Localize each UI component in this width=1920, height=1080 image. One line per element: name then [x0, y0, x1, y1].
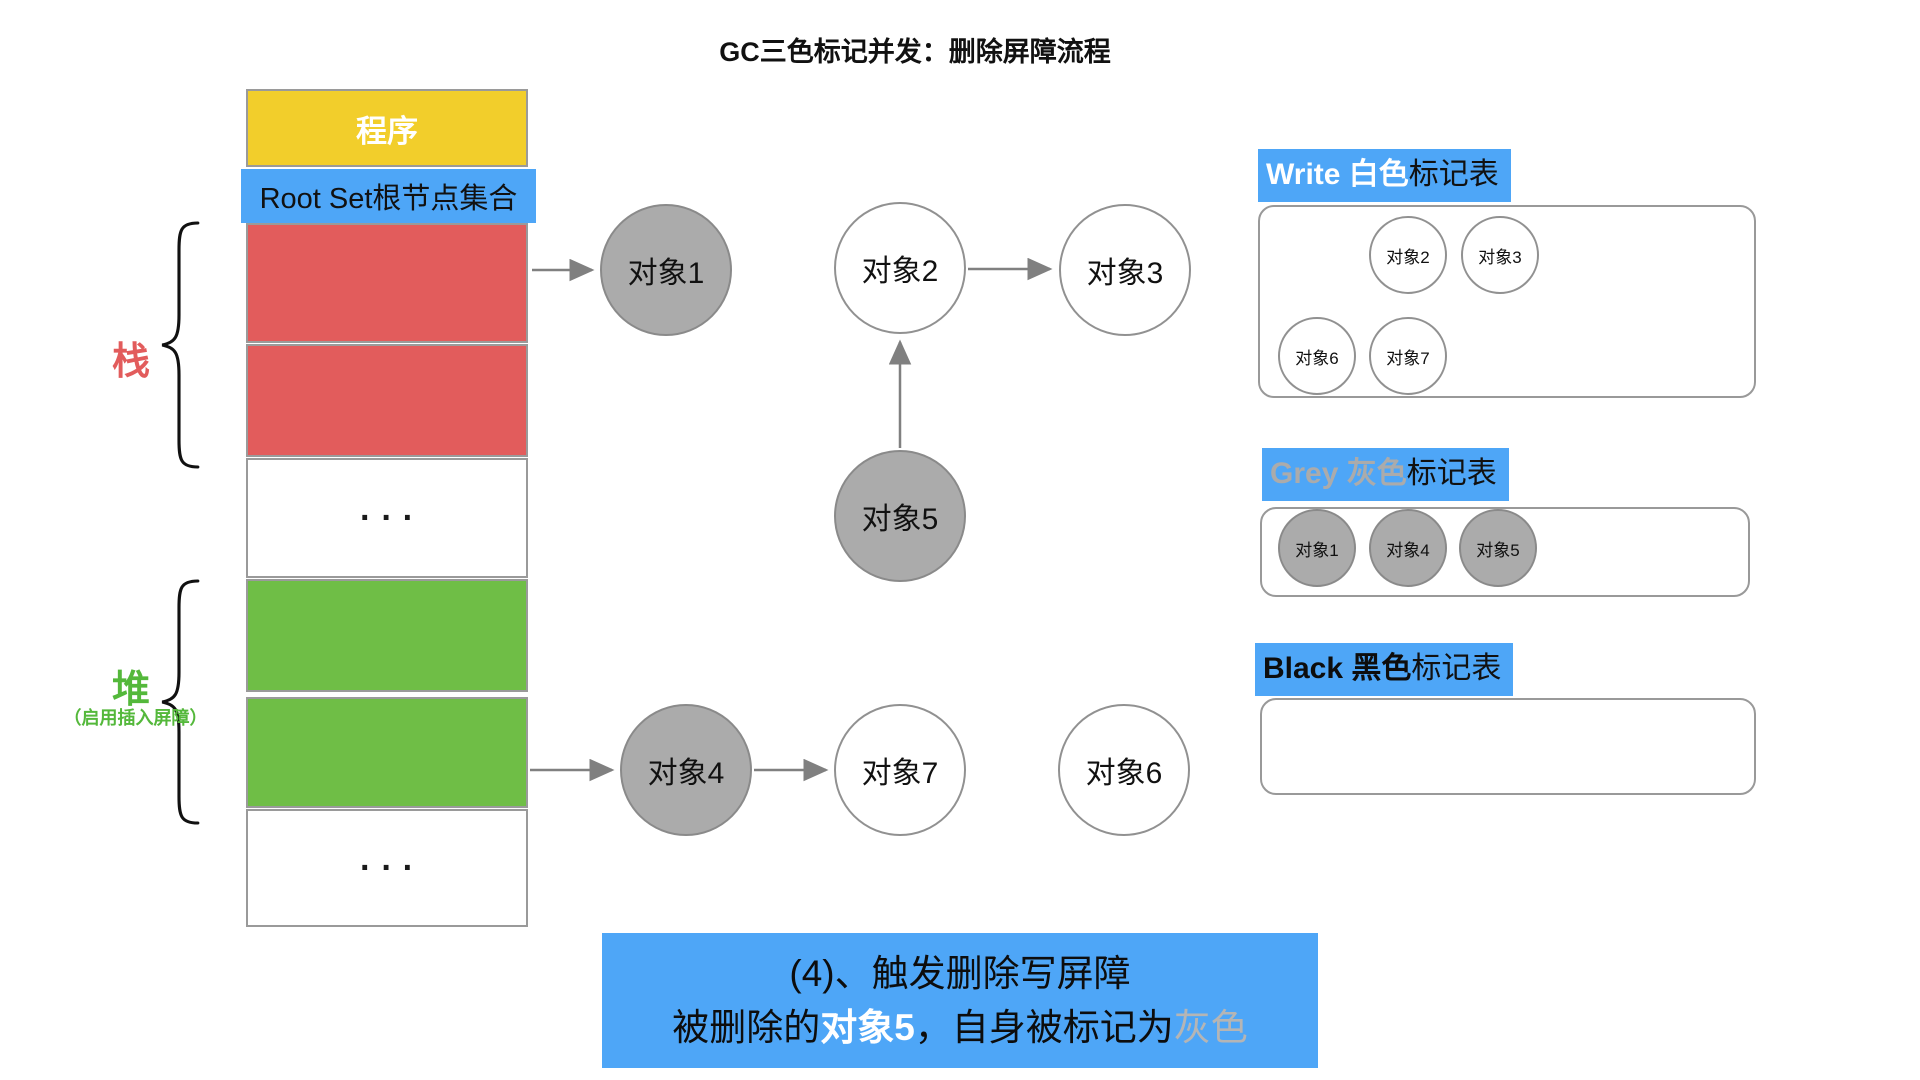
grey-table-header: Grey 灰色标记表: [1262, 448, 1509, 501]
memory-gap-bottom: ···: [246, 809, 528, 927]
root-set-bar: Root Set根节点集合: [241, 169, 536, 223]
heap-cell-1: [246, 579, 528, 692]
graph-node-obj6: 对象6: [1058, 704, 1190, 836]
white-table-node-obj7-label: 对象7: [1386, 348, 1430, 368]
caption-line2-middle: ，自身被标记为: [914, 1006, 1174, 1048]
grey-table-node-obj4-label: 对象4: [1386, 540, 1430, 560]
heap-sublabel: （启用插入屏障）: [63, 708, 208, 728]
white-table-title-rest: 标记表: [1408, 158, 1499, 191]
caption-line1: (4)、触发删除写屏障: [789, 952, 1131, 994]
white-table-node-obj3-label: 对象3: [1478, 247, 1522, 267]
caption-line2: 被删除的对象5，自身被标记为灰色: [672, 1001, 1248, 1055]
white-table-header: Write 白色标记表: [1258, 149, 1511, 202]
stack-cell-1: [246, 223, 528, 343]
graph-node-obj5-label: 对象5: [861, 503, 939, 536]
caption-line2-highlight: 对象5: [820, 1006, 915, 1048]
graph-node-obj3-label: 对象3: [1086, 257, 1164, 290]
heap-label: 堆: [111, 669, 150, 711]
white-table-node-obj7: 对象7: [1369, 317, 1447, 395]
white-table-node-obj6-label: 对象6: [1295, 348, 1339, 368]
graph-node-obj7: 对象7: [834, 704, 966, 836]
page-title: GC三色标记并发：删除屏障流程: [719, 37, 1111, 67]
graph-node-obj2: 对象2: [834, 202, 966, 334]
grey-table-node-obj4: 对象4: [1369, 509, 1447, 587]
graph-node-obj5: 对象5: [834, 450, 966, 582]
graph-node-obj4-label: 对象4: [647, 757, 725, 790]
white-table-node-obj2: 对象2: [1369, 216, 1447, 294]
stack-brace: [161, 221, 200, 469]
graph-node-obj1-label: 对象1: [627, 257, 705, 290]
black-table-title-accent: Black 黑色: [1263, 652, 1412, 685]
black-table-header: Black 黑色标记表: [1255, 643, 1514, 696]
stack-cell-2: [246, 344, 528, 457]
black-table-body: [1260, 698, 1756, 795]
graph-node-obj3: 对象3: [1059, 204, 1191, 336]
heap-cell-2: [246, 697, 528, 808]
grey-table-title-rest: 标记表: [1406, 457, 1497, 490]
graph-node-obj2-label: 对象2: [861, 255, 939, 288]
program-label: 程序: [356, 113, 418, 149]
caption-line2-suffix: 灰色: [1173, 1006, 1248, 1048]
black-table-title-rest: 标记表: [1411, 652, 1502, 685]
white-table-node-obj6: 对象6: [1278, 317, 1356, 395]
program-box: 程序: [246, 89, 528, 167]
white-table-node-obj2-label: 对象2: [1386, 247, 1430, 267]
white-table-node-obj3: 对象3: [1461, 216, 1539, 294]
memory-gap-top: ···: [246, 458, 528, 578]
caption-box: (4)、触发删除写屏障 被删除的对象5，自身被标记为灰色: [602, 933, 1318, 1068]
grey-table-node-obj1-label: 对象1: [1295, 540, 1339, 560]
white-table-title-accent: Write 白色: [1266, 158, 1409, 191]
ellipsis-top: ···: [360, 498, 424, 537]
caption-line2-prefix: 被删除的: [672, 1006, 821, 1048]
graph-node-obj6-label: 对象6: [1085, 757, 1163, 790]
grey-table-node-obj5-label: 对象5: [1476, 540, 1520, 560]
stack-label: 栈: [111, 341, 150, 383]
grey-table-title-accent: Grey 灰色: [1270, 457, 1407, 490]
grey-table-node-obj1: 对象1: [1278, 509, 1356, 587]
graph-node-obj1: 对象1: [600, 204, 732, 336]
grey-table-node-obj5: 对象5: [1459, 509, 1537, 587]
graph-node-obj7-label: 对象7: [861, 757, 939, 790]
ellipsis-bottom: ···: [360, 848, 424, 887]
heap-brace: [161, 579, 200, 825]
graph-node-obj4: 对象4: [620, 704, 752, 836]
root-set-label: Root Set根节点集合: [259, 183, 518, 215]
